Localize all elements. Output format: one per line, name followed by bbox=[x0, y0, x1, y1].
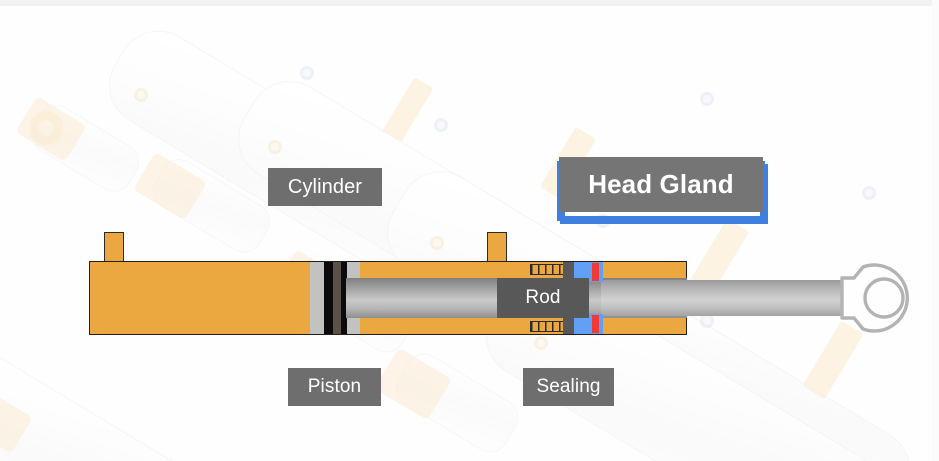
cap-end-port bbox=[104, 232, 124, 263]
rod-eye-icon bbox=[840, 263, 909, 333]
piston-seal-left bbox=[324, 262, 333, 334]
rod-seal-bottom bbox=[592, 315, 599, 333]
label-sealing[interactable]: Sealing bbox=[523, 368, 614, 406]
rod-end-port bbox=[487, 232, 507, 263]
label-cylinder[interactable]: Cylinder bbox=[268, 168, 382, 206]
top-strip bbox=[0, 0, 939, 6]
rod-extended bbox=[601, 280, 842, 316]
label-head-gland[interactable]: Head Gland bbox=[559, 157, 763, 212]
seal-post-bottom bbox=[563, 314, 574, 334]
piston-core bbox=[333, 262, 341, 334]
rod-seal-top bbox=[592, 263, 599, 281]
seal-post-top bbox=[563, 262, 574, 282]
label-piston[interactable]: Piston bbox=[288, 368, 381, 406]
head-gland-callout[interactable]: Head Gland bbox=[553, 155, 768, 224]
label-rod[interactable]: Rod bbox=[497, 278, 589, 318]
right-strip bbox=[932, 0, 939, 461]
piston-wear-ring-left bbox=[310, 262, 324, 334]
piston-seal-right bbox=[341, 262, 347, 334]
